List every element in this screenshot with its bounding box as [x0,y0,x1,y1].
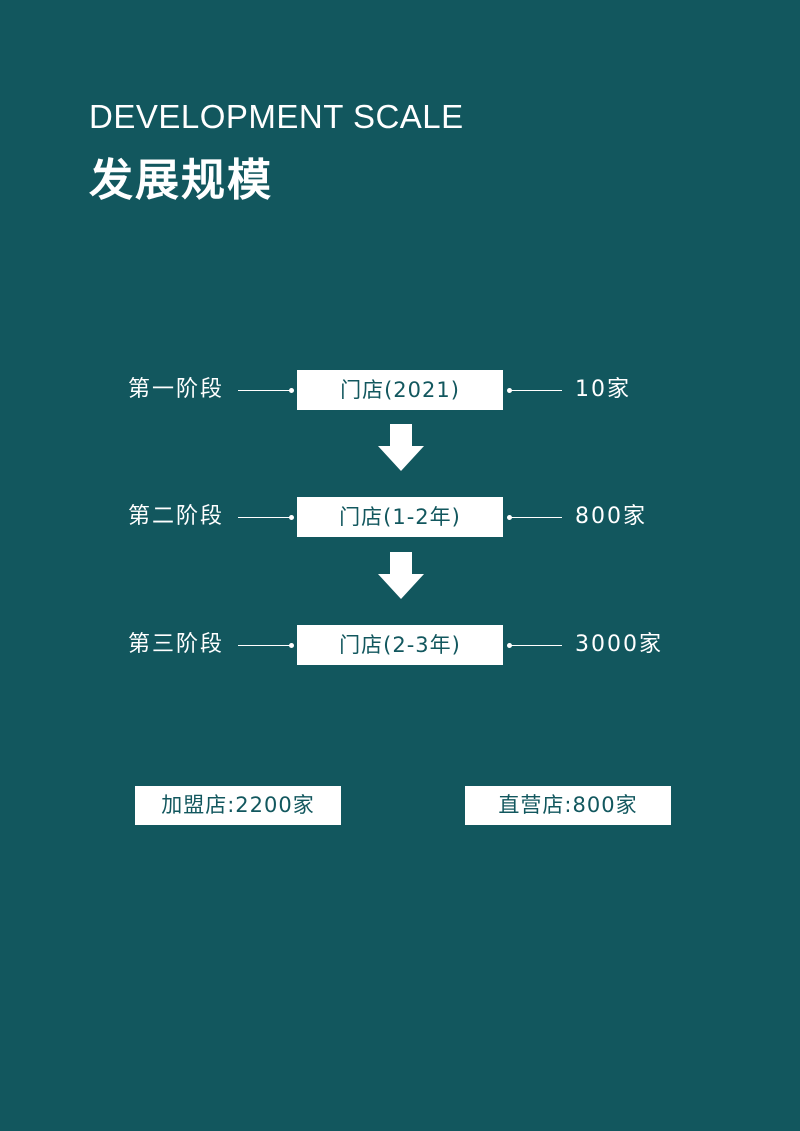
connector-line-left [238,390,292,391]
direct-store-box: 直营店:800家 [465,786,671,825]
connector-dot [289,643,294,648]
connector-line-left [238,517,292,518]
down-arrow-icon [378,424,424,471]
connector-dot [507,515,512,520]
stage-box: 门店(2-3年) [297,625,503,665]
stage-label: 第三阶段 [128,632,225,657]
connector-line-right [510,390,562,391]
connector-dot [507,388,512,393]
franchise-store-box: 加盟店:2200家 [135,786,341,825]
stage-label: 第一阶段 [128,377,225,402]
connector-dot [507,643,512,648]
page-title-en: DEVELOPMENT SCALE [89,98,464,135]
stage-count: 10家 [575,377,631,402]
stage-box: 门店(1-2年) [297,497,503,537]
connector-line-right [510,517,562,518]
connector-line-right [510,645,562,646]
stage-label: 第二阶段 [128,504,225,529]
down-arrow-icon [378,552,424,599]
stage-count: 800家 [575,504,647,529]
page-title-cn: 发展规模 [89,155,273,206]
connector-dot [289,515,294,520]
connector-line-left [238,645,292,646]
connector-dot [289,388,294,393]
stage-box: 门店(2021) [297,370,503,410]
stage-count: 3000家 [575,632,663,657]
